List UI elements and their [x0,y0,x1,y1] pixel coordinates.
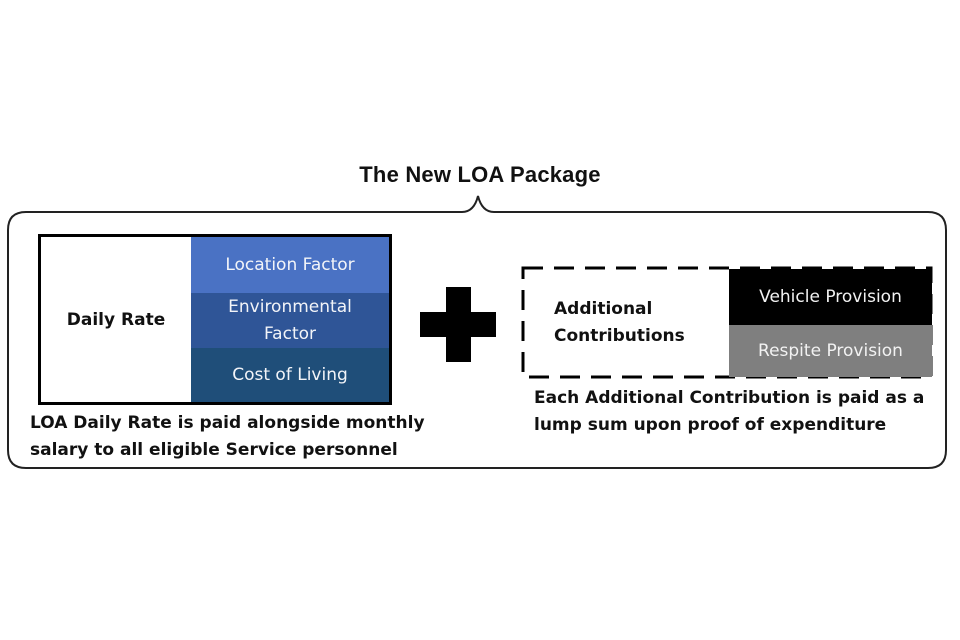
cost-of-living-cell: Cost of Living [191,348,389,402]
cost-of-living-label: Cost of Living [232,364,348,385]
location-factor-cell: Location Factor [191,237,389,293]
daily-rate-caption-line1: LOA Daily Rate is paid alongside monthly [30,413,425,433]
respite-provision-label: Respite Provision [758,341,903,361]
additional-caption-line2: lump sum upon proof of expenditure [534,415,887,435]
vehicle-provision-cell: Vehicle Provision [729,269,932,325]
additional-contributions-caption: Each Additional Contribution is paid as … [534,385,924,439]
outer-rounded-bracket [7,195,947,469]
plus-icon-horizontal-bar [420,312,496,337]
environmental-factor-label: Environmental Factor [228,294,352,348]
daily-rate-box: Daily Rate Location Factor Environmental… [38,234,392,405]
daily-rate-caption: LOA Daily Rate is paid alongside monthly… [30,410,425,464]
location-factor-label: Location Factor [225,254,355,275]
daily-rate-caption-line2: salary to all eligible Service personnel [30,440,398,460]
respite-provision-cell: Respite Provision [729,325,932,377]
additional-contributions-line2: Contributions [554,326,685,346]
daily-rate-label: Daily Rate [66,309,166,330]
diagram-title: The New LOA Package [359,162,601,187]
additional-contributions-dashed-box [521,266,933,379]
environmental-factor-cell: Environmental Factor [191,293,389,348]
vehicle-provision-label: Vehicle Provision [759,287,902,307]
additional-caption-line1: Each Additional Contribution is paid as … [534,388,925,408]
daily-rate-components: Location Factor Environmental Factor Cos… [191,237,389,402]
environmental-factor-line2: Factor [263,323,317,344]
additional-contributions-line1: Additional [554,299,653,319]
additional-contributions-label: Additional Contributions [554,296,685,350]
environmental-factor-line1: Environmental [228,296,352,317]
